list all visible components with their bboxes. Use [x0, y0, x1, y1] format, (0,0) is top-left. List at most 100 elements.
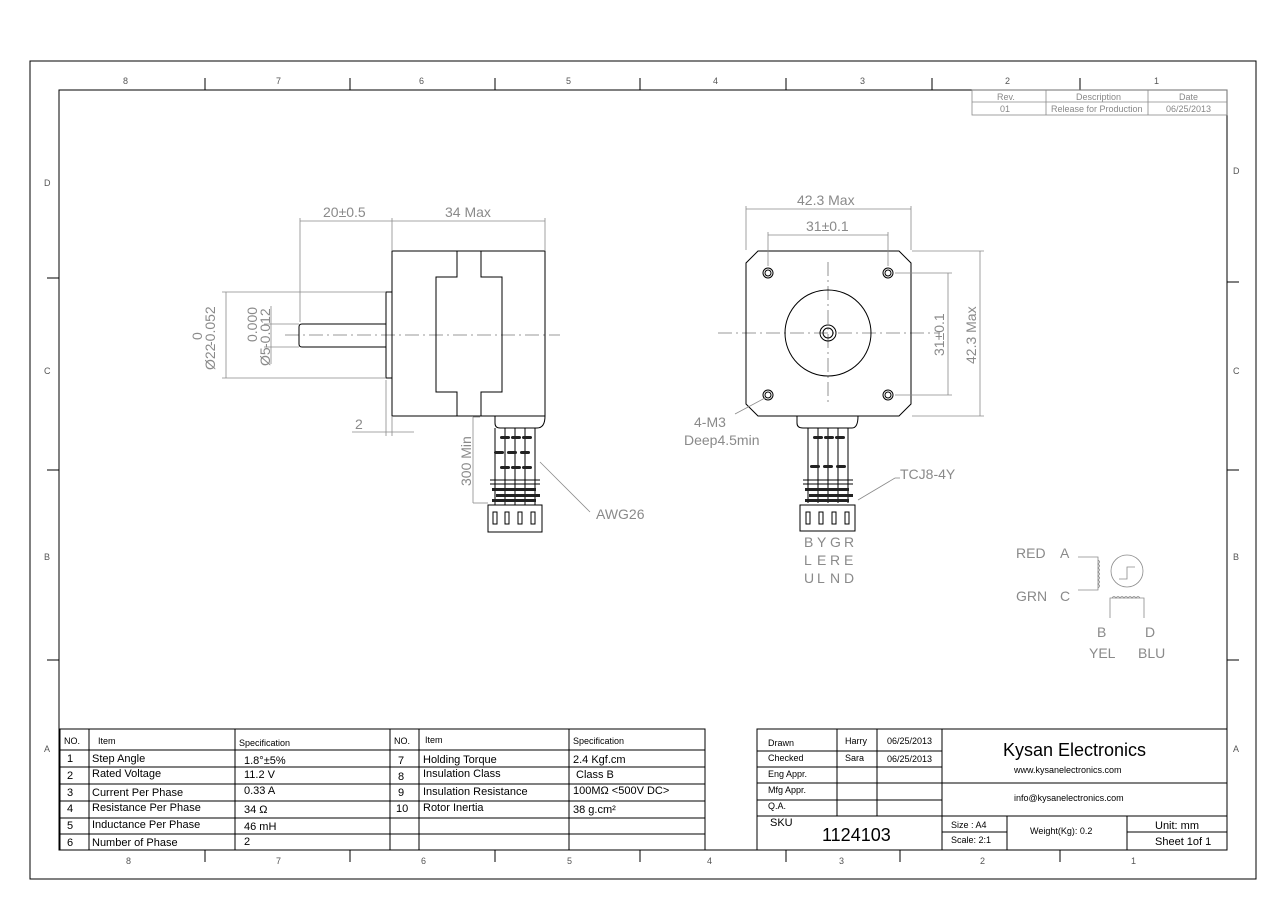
label-spec-table-left-5-1: Number of Phase	[92, 837, 178, 849]
label-spec-table-left-4-0: 5	[67, 820, 73, 832]
front-view: 42.3 Max 31±0.1 31±0.1 42.3 Max 4-M3 Dee…	[684, 192, 984, 586]
label-spec-table-left-2-2: 0.33 A	[244, 785, 276, 797]
label-spec-table-left-4-2: 46 mH	[244, 821, 276, 833]
mount-holes-label: 4-M3	[694, 414, 726, 430]
label-spec-table-left-0-2: 1.8°±5%	[244, 755, 286, 767]
label-spec-table-left-2-1: Current Per Phase	[92, 787, 183, 799]
label-side-view-flange-dia-tol-upper: 0	[189, 332, 205, 340]
label-zones-columns-1: 7	[276, 76, 281, 86]
label-front-view-wire-colors-0-2: U	[804, 570, 814, 586]
label-spec-table-headers-5: Specification	[573, 736, 624, 746]
label-zones-columns-5: 3	[860, 76, 865, 86]
label-spec-table-right-2-2: 100MΩ <500V DC>	[573, 785, 669, 797]
label-spec-table-right-3-1: Rotor Inertia	[423, 802, 484, 814]
label-front-view-wire-colors-3-0: R	[844, 534, 854, 550]
label-spec-table-right-0-2: 2.4 Kgf.cm	[573, 754, 626, 766]
company-website: www.kysanelectronics.com	[1013, 765, 1122, 775]
label-spec-table-headers-1: Item	[98, 736, 116, 746]
sku-number: 1124103	[822, 825, 891, 845]
label-title-block-unit: Unit: mm	[1155, 820, 1199, 832]
spec-table: NO. Item Specification NO. Item Specific…	[59, 728, 706, 851]
label-spec-table-left-5-0: 6	[67, 837, 73, 849]
dim-shaft-length: 20±0.5	[323, 204, 366, 220]
label-revision-headers-1: Description	[1076, 92, 1121, 102]
label-wiring-grn: GRN	[1016, 588, 1047, 604]
label-zones-columns-0: 8	[126, 856, 131, 866]
label-revision-rows-0-2: 06/25/2013	[1166, 104, 1211, 114]
label-wiring-c: C	[1060, 588, 1070, 604]
label-zones-columns-2: 6	[419, 76, 424, 86]
label-spec-table-right-1-2: Class B	[576, 769, 614, 781]
label-title-block-approvals-0-0: Drawn	[768, 738, 794, 748]
label-title-block-weight: Weight(Kg): 0.2	[1030, 826, 1092, 836]
label-zones-columns-3: 5	[567, 856, 572, 866]
dim-flange-thickness: 2	[355, 416, 363, 432]
mount-holes-depth: Deep4.5min	[684, 432, 760, 448]
label-wiring-a: A	[1060, 545, 1070, 561]
label-wiring-b: B	[1097, 624, 1106, 640]
label-front-view-wire-colors-0-0: B	[804, 534, 813, 550]
label-front-view-wire-colors-2-0: G	[830, 534, 841, 550]
dim-flange-dia: Ø22 0 -0.052	[189, 306, 218, 370]
dim-height-max: 42.3 Max	[963, 306, 979, 364]
wiring-schematic: RED A GRN C B D YEL BLU	[1016, 545, 1165, 661]
label-title-block-sku-label: SKU	[770, 817, 793, 829]
label-title-block-approvals-0-1: Harry	[845, 736, 867, 746]
label-revision-headers-0: Rev.	[997, 92, 1015, 102]
label-zones-rows-1: C	[1233, 366, 1240, 376]
wire-color-labels: BLU YEL GRN RED	[804, 534, 854, 586]
label-zones-columns-4: 4	[707, 856, 712, 866]
label-spec-table-left-4-1: Inductance Per Phase	[92, 819, 200, 831]
inner-border	[58, 89, 1228, 851]
label-zones-rows-3: A	[44, 744, 50, 754]
label-spec-table-left-3-1: Resistance Per Phase	[92, 802, 201, 814]
label-zones-rows-2: B	[1233, 552, 1239, 562]
dim-shaft-dia: Ø5 0.000 -0.012	[244, 307, 273, 366]
label-spec-table-right-3-2: 38 g.cm²	[573, 804, 616, 816]
label-side-view-shaft-dia-tol-lower: -0.012	[257, 308, 273, 348]
label-zones-columns-3: 5	[566, 76, 571, 86]
label-front-view-wire-colors-1-2: L	[817, 570, 825, 586]
label-zones-columns-2: 6	[421, 856, 426, 866]
label-zones-rows-0: D	[44, 178, 51, 188]
label-front-view-wire-colors-3-2: D	[844, 570, 854, 586]
label-spec-table-headers-4: Item	[425, 735, 443, 745]
label-zones-columns-6: 2	[980, 856, 985, 866]
zone-labels: 8 7 6 5 4 3 2 1 8 7 6 5 4 3 2 1 D C B A …	[44, 76, 1240, 866]
label-title-block-size: Size : A4	[951, 820, 987, 830]
label-front-view-wire-colors-1-1: E	[817, 552, 826, 568]
zone-ticks	[47, 78, 1239, 862]
label-revision-headers-2: Date	[1179, 92, 1198, 102]
label-spec-table-right-0-1: Holding Torque	[423, 754, 497, 766]
label-spec-table-left-1-2: 11.2 V	[244, 769, 276, 781]
label-wiring-red: RED	[1016, 545, 1046, 561]
label-front-view-wire-colors-1-0: Y	[817, 534, 827, 550]
label-zones-columns-6: 2	[1005, 76, 1010, 86]
label-spec-table-left-3-2: 34 Ω	[244, 804, 268, 816]
label-revision-rows-0-1: Release for Production	[1051, 104, 1143, 114]
wire-gauge-label: AWG26	[596, 506, 645, 522]
label-wiring-blu: BLU	[1138, 645, 1165, 661]
label-side-view-shaft-dia-tol-upper: 0.000	[244, 307, 260, 342]
company-name: Kysan Electronics	[1003, 740, 1146, 760]
label-spec-table-left-0-0: 1	[67, 753, 73, 765]
label-spec-table-headers-0: NO.	[64, 736, 80, 746]
label-zones-columns-4: 4	[713, 76, 718, 86]
label-spec-table-right-0-0: 7	[398, 755, 404, 767]
label-title-block-approvals-0-2: 06/25/2013	[887, 736, 932, 746]
label-zones-rows-0: D	[1233, 166, 1240, 176]
outer-border	[29, 60, 1257, 880]
label-front-view-wire-colors-2-2: N	[830, 570, 840, 586]
label-spec-table-left-0-1: Step Angle	[92, 753, 145, 765]
label-title-block-approvals-1-0: Checked	[768, 753, 804, 763]
label-title-block-approvals-4-0: Q.A.	[768, 801, 786, 811]
label-spec-table-left-5-2: 2	[244, 836, 250, 848]
label-front-view-wire-colors-0-1: L	[804, 552, 812, 568]
label-spec-table-headers-2: Specification	[239, 738, 290, 748]
label-spec-table-right-2-0: 9	[398, 787, 404, 799]
label-spec-table-left-2-0: 3	[67, 787, 73, 799]
label-side-view-shaft-dia-nominal: Ø5	[257, 347, 273, 366]
label-spec-table-right-2-1: Insulation Resistance	[423, 786, 528, 798]
